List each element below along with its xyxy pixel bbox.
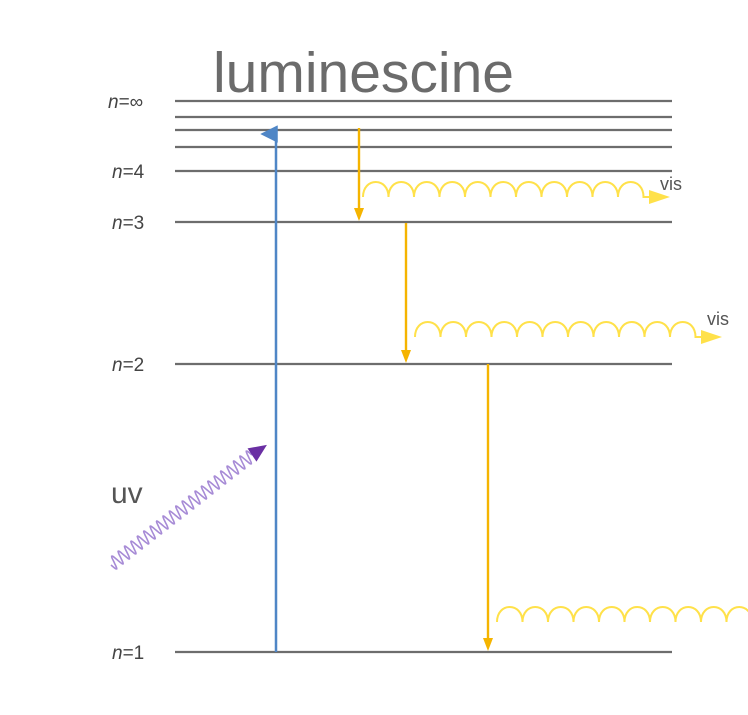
visible-photon-wave-1 (362, 181, 654, 198)
visible-photon-wave-3 (496, 606, 748, 623)
level-label-n1: n=1 (112, 643, 144, 664)
emission-arrow-3-to-2-head (401, 350, 411, 363)
energy-levels (175, 99, 672, 654)
visible-photon-wave-2 (414, 321, 706, 338)
visible-photon-label-1: vis (660, 174, 682, 194)
uv-photon-arrowhead (247, 444, 267, 462)
visible-photon-arrowhead-1 (649, 190, 670, 204)
emission-arrow-inf-to-3-head (354, 208, 364, 221)
level-label-n2: n=2 (112, 355, 144, 376)
visible-photon-arrowhead-2 (701, 330, 722, 344)
level-label-n3: n=3 (112, 213, 144, 234)
level-label-n4: n=4 (112, 162, 145, 183)
uv-photon-wave (110, 450, 253, 570)
diagram-title: luminescine (213, 41, 514, 105)
visible-photon-label-2: vis (707, 309, 729, 329)
level-label-n-inf: n=∞ (108, 92, 143, 113)
emission-arrows (354, 128, 493, 651)
uv-photon-label: uv (111, 477, 143, 510)
emission-arrow-2-to-1-head (483, 638, 493, 651)
